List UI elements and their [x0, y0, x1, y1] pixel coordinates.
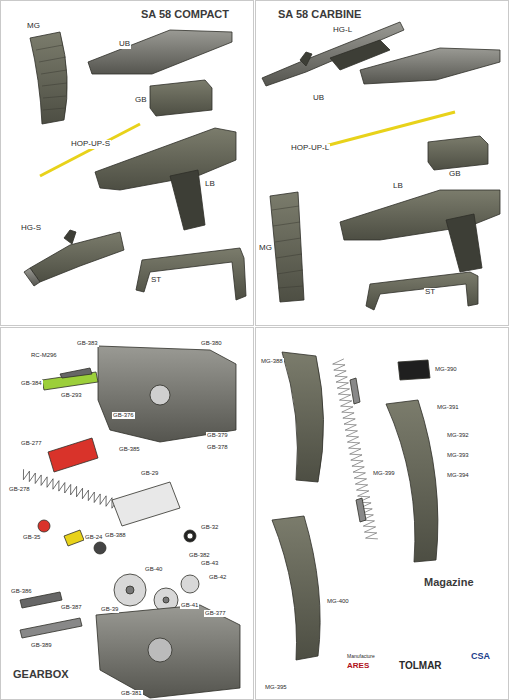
callout-number: GB-29: [140, 470, 159, 477]
magazine-shell: [386, 400, 438, 562]
panel: SA 58 CARBINE: [255, 0, 509, 326]
panel: Magazine: [255, 327, 509, 700]
gearbox: [150, 80, 212, 116]
upper-body: [360, 48, 500, 84]
callout-number: GB-378: [206, 444, 229, 451]
callout-number: RC-M296: [30, 352, 58, 359]
panel-heading: SA 58 COMPACT: [141, 8, 229, 20]
callout-number: GB-387: [60, 604, 83, 611]
callout-number: GB-42: [208, 574, 227, 581]
panel: SA 58 COMPACT: [0, 0, 254, 326]
magazine-spring: [333, 359, 378, 539]
panel-heading: SA 58 CARBINE: [278, 8, 361, 20]
callout-number: GB-376: [112, 412, 135, 419]
folding-stock: [366, 272, 478, 310]
callout-number: GB-381: [120, 690, 143, 697]
callout-number: MG-393: [446, 452, 470, 459]
gearbox: [428, 136, 488, 170]
magazine-shell: [282, 352, 324, 482]
part-code: HOP-UP-S: [70, 140, 111, 149]
callout-number: GB-379: [206, 432, 229, 439]
gearbox-shell-upper: [98, 346, 236, 442]
part-code: GB: [134, 96, 148, 105]
cylinder-head: [48, 438, 98, 472]
lower-body: [95, 128, 236, 190]
callout-number: MG-395: [264, 684, 288, 691]
logo-text: CSA: [470, 652, 491, 662]
callout-number: GB-277: [20, 440, 43, 447]
magazine-base: [398, 360, 430, 380]
callout-number: MG-394: [446, 472, 470, 479]
callout-number: GB-388: [104, 532, 127, 539]
callout-number: MG-400: [326, 598, 350, 605]
callout-number: MG-388: [260, 358, 284, 365]
gearbox-shell-lower: [96, 605, 240, 698]
cylinder: [112, 482, 180, 526]
part-code: ST: [424, 288, 436, 297]
part-code: HG-L: [332, 26, 353, 35]
part-code: LB: [392, 182, 404, 191]
part-code: UB: [312, 94, 325, 103]
folding-stock: [136, 248, 246, 300]
part-code: GB: [448, 170, 462, 179]
logo-text: ARES: [346, 662, 370, 671]
callout-number: GB-389: [30, 642, 53, 649]
callout-number: GB-377: [204, 610, 227, 617]
callout-number: GB-380: [200, 340, 223, 347]
callout-number: GB-383: [76, 340, 99, 347]
callout-number: GB-39: [100, 606, 119, 613]
part-code: UB: [118, 40, 131, 49]
upper-body: [88, 30, 232, 74]
part-code: HOP-UP-L: [290, 144, 330, 153]
callout-number: GB-293: [60, 392, 83, 399]
callout-number: GB-278: [8, 486, 31, 493]
logo-text: Manufacture: [346, 654, 376, 660]
panel-heading: GEARBOX: [13, 668, 69, 680]
callout-number: GB-43: [200, 560, 219, 567]
part-code: LB: [204, 180, 216, 189]
callout-number: GB-386: [10, 588, 33, 595]
callout-number: GB-384: [20, 380, 43, 387]
callout-number: GB-40: [144, 566, 163, 573]
part-code: HG-S: [20, 224, 42, 233]
part-code: MG: [26, 22, 41, 31]
callout-number: MG-392: [446, 432, 470, 439]
pistol-grip: [170, 170, 205, 230]
part-code: MG: [258, 244, 273, 253]
pistol-grip: [446, 214, 482, 272]
callout-number: MG-399: [372, 470, 396, 477]
callout-number: GB-385: [118, 446, 141, 453]
callout-number: GB-382: [188, 552, 211, 559]
callout-number: MG-391: [436, 404, 460, 411]
callout-number: GB-35: [22, 534, 41, 541]
callout-number: GB-32: [200, 524, 219, 531]
magazine: [270, 192, 304, 302]
logo-text: TOLMAR: [398, 660, 443, 671]
part-code: ST: [150, 276, 162, 285]
magazine: [30, 32, 67, 124]
handguard: [30, 232, 124, 282]
panel-heading: Magazine: [424, 576, 474, 588]
magazine-shell: [272, 516, 320, 660]
callout-number: GB-24: [84, 534, 103, 541]
callout-number: GB-41: [180, 602, 199, 609]
callout-number: MG-390: [434, 366, 458, 373]
